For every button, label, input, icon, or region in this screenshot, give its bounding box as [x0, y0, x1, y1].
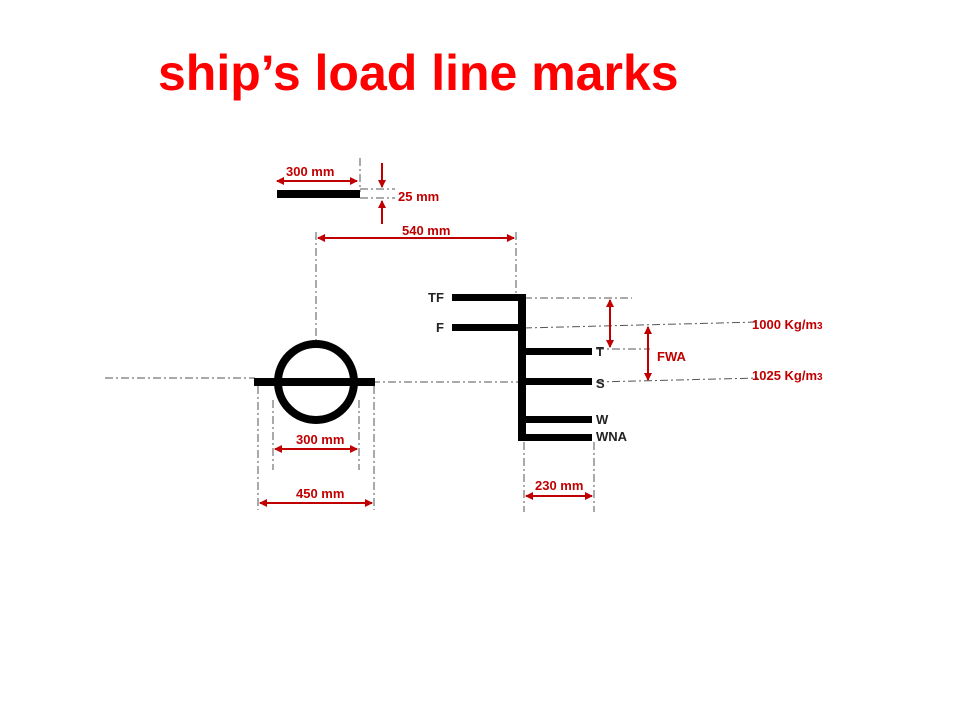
plimsoll-disc-ring — [274, 340, 358, 424]
label-mark-length: 230 mm — [535, 478, 583, 493]
label-line-length: 300 mm — [286, 164, 334, 179]
label-mark-tf: TF — [428, 290, 444, 305]
label-line-thickness: 25 mm — [398, 189, 439, 204]
plimsoll-horizontal-line — [254, 378, 375, 386]
label-mark-w: W — [596, 412, 609, 427]
guide-lines — [105, 158, 759, 512]
guide-fw-level — [523, 321, 759, 329]
vertical-mark-line — [518, 298, 526, 440]
label-mark-t: T — [596, 344, 604, 359]
deck-line — [277, 190, 360, 198]
mark-s — [518, 378, 592, 385]
label-mark-wna: WNA — [596, 429, 628, 444]
load-line-marks — [254, 190, 592, 441]
mark-f — [452, 324, 526, 331]
salt-water-density-value: 1025 Kg/m — [752, 368, 817, 383]
label-fresh-water-density: 1000 Kg/m3 — [752, 317, 823, 332]
mark-tf — [452, 294, 526, 301]
fresh-water-density-value: 1000 Kg/m — [752, 317, 817, 332]
page-title: ship’s load line marks — [158, 45, 679, 101]
dimension-arrows — [259, 163, 652, 507]
guide-sw-level — [595, 377, 759, 383]
salt-water-density-exponent: 3 — [817, 372, 823, 383]
mark-t — [518, 348, 592, 355]
label-ring-outer: 450 mm — [296, 486, 344, 501]
label-mark-s: S — [596, 376, 605, 391]
mark-wna — [518, 434, 592, 441]
label-mark-f: F — [436, 320, 444, 335]
fresh-water-density-exponent: 3 — [817, 321, 823, 332]
label-ring-inner: 300 mm — [296, 432, 344, 447]
label-salt-water-density: 1025 Kg/m3 — [752, 368, 823, 383]
mark-w — [518, 416, 592, 423]
label-fwa: FWA — [657, 349, 686, 364]
label-disc-to-marks: 540 mm — [402, 223, 450, 238]
